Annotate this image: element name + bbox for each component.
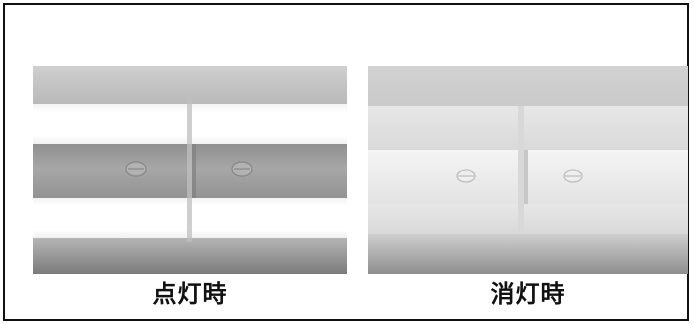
photo-unlit-fixture: [368, 66, 688, 274]
caption-unlit: 消灯時: [490, 280, 566, 308]
caption-lit: 点灯時: [152, 280, 228, 308]
photo-lit-fixture: [33, 66, 347, 274]
lit-fixture-image: [33, 66, 347, 274]
unlit-fixture-image: [368, 66, 688, 274]
